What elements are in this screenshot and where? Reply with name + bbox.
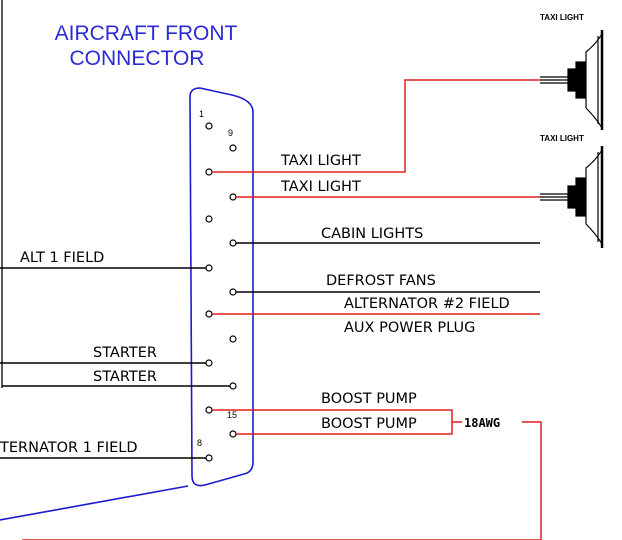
label-aux-power-plug: AUX POWER PLUG bbox=[344, 320, 475, 336]
label-wire-gauge: 18AWG bbox=[464, 416, 500, 430]
pin-14 bbox=[229, 382, 237, 390]
wire-taxi-light-1 bbox=[212, 79, 540, 173]
pin-column-left bbox=[205, 122, 213, 462]
pin-5 bbox=[205, 310, 213, 318]
label-boost-pump-2: BOOST PUMP bbox=[321, 416, 417, 432]
pin-2 bbox=[205, 168, 213, 176]
label-boost-pump-1: BOOST PUMP bbox=[321, 391, 417, 407]
taxi-light-bottom-icon bbox=[540, 146, 604, 248]
pin-15 bbox=[229, 430, 237, 438]
pin-3 bbox=[205, 215, 213, 223]
red-wires bbox=[22, 79, 542, 540]
pin-number-15: 15 bbox=[227, 410, 237, 420]
label-starter-2: STARTER bbox=[93, 369, 157, 385]
connector-body bbox=[189, 87, 254, 487]
label-alt-1-field: ALT 1 FIELD bbox=[20, 250, 104, 266]
pin-number-8: 8 bbox=[197, 438, 202, 448]
taxi-light-top-icon bbox=[540, 30, 604, 131]
pin-1 bbox=[205, 122, 213, 130]
label-alternator-2-field: ALTERNATOR #2 FIELD bbox=[344, 296, 510, 312]
pin-13 bbox=[229, 335, 237, 343]
label-defrost-fans: DEFROST FANS bbox=[326, 273, 436, 289]
title-line-2: CONNECTOR bbox=[70, 47, 205, 70]
label-starter-1: STARTER bbox=[93, 345, 157, 361]
pin-number-1: 1 bbox=[199, 109, 204, 119]
title-line-1: AIRCRAFT FRONT bbox=[55, 22, 238, 45]
pin-6 bbox=[205, 359, 213, 367]
pin-column-right bbox=[229, 144, 237, 438]
label-alternator-1-field: TERNATOR 1 FIELD bbox=[0, 440, 138, 456]
label-taxi-light-2: TAXI LIGHT bbox=[280, 179, 361, 195]
pin-8 bbox=[205, 454, 213, 462]
pin-9 bbox=[229, 144, 237, 152]
pin-12 bbox=[229, 288, 237, 296]
lamp-bottom-label: TAXI LIGHT bbox=[540, 134, 584, 143]
pin-11 bbox=[229, 239, 237, 247]
connector-leader-line bbox=[0, 485, 189, 521]
label-taxi-light-1: TAXI LIGHT bbox=[280, 153, 361, 169]
label-cabin-lights: CABIN LIGHTS bbox=[321, 226, 423, 242]
pin-10 bbox=[229, 193, 237, 201]
lamp-top-label: TAXI LIGHT bbox=[540, 13, 584, 22]
pin-4 bbox=[205, 264, 213, 272]
pin-number-9: 9 bbox=[228, 128, 233, 138]
wire-18awg-down bbox=[522, 421, 542, 540]
pin-7 bbox=[205, 406, 213, 414]
black-wires bbox=[0, 242, 540, 459]
